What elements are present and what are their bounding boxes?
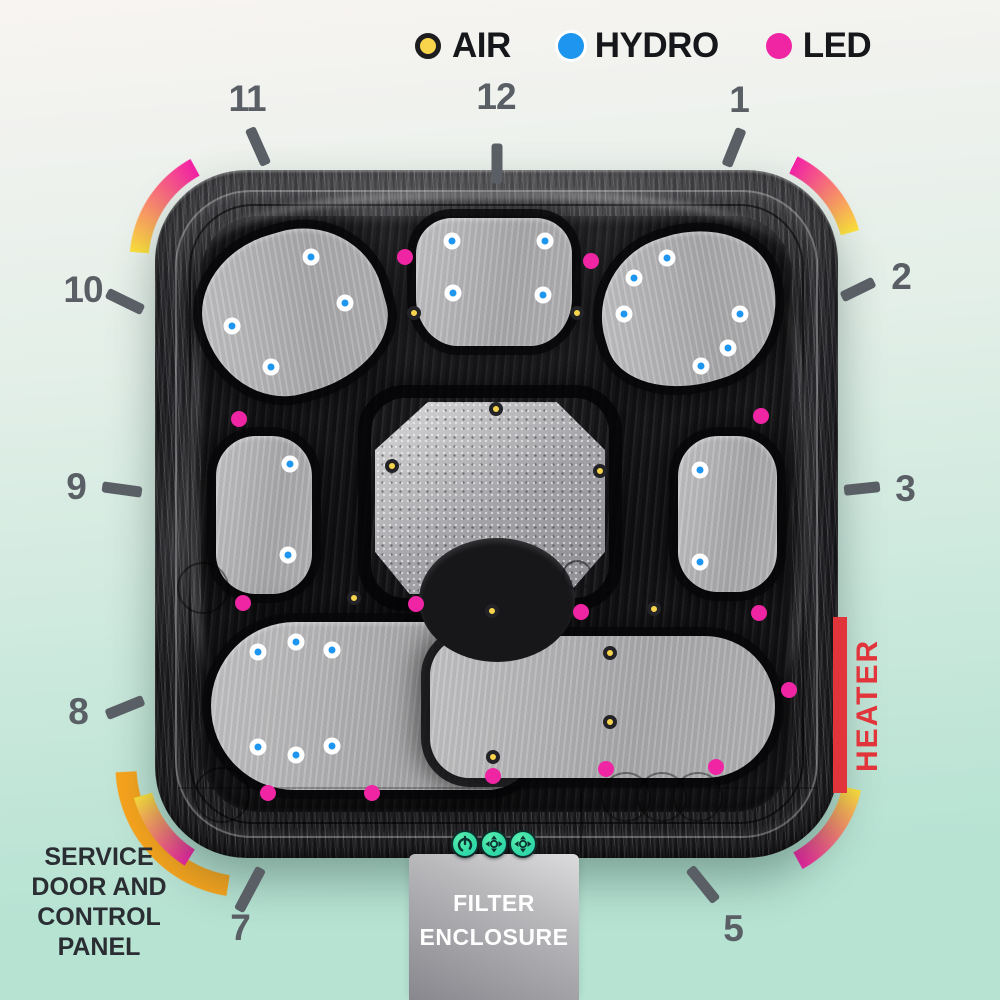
legend-item-air: AIR <box>415 26 511 66</box>
dpad-icon <box>485 835 503 853</box>
hydro-legend-dot <box>557 33 584 59</box>
seat-right <box>678 436 777 592</box>
legend-label-hydro: HYDRO <box>594 26 719 65</box>
clock-label-2: 2 <box>891 256 912 297</box>
clock-tick-9 <box>101 480 143 498</box>
clock-label-9: 9 <box>66 466 87 507</box>
service-caption-line: CONTROL <box>37 903 161 931</box>
clock-tick-8 <box>104 694 146 720</box>
legend: AIR HYDRO LED <box>415 26 872 66</box>
footwell-lounge-notch <box>419 538 575 662</box>
clock-tick-12 <box>491 143 503 183</box>
clock-tick-7 <box>233 865 267 913</box>
service-caption-line: PANEL <box>57 933 141 961</box>
legend-item-led: LED <box>765 26 872 66</box>
service-caption-line: SERVICE <box>44 843 154 871</box>
clock-tick-5 <box>685 864 721 904</box>
clock-tick-11 <box>244 125 272 167</box>
clock-tick-3 <box>843 480 881 496</box>
jets-nav-button-2 <box>509 830 537 858</box>
cup-holder-circle <box>194 767 250 823</box>
cup-holder-circle <box>177 562 229 614</box>
service-door-caption: SERVICE DOOR AND CONTROL PANEL <box>10 842 188 962</box>
tub-inner-rim-line <box>189 204 804 824</box>
heater-label: HEATER <box>851 638 884 772</box>
filter-enclosure-line: FILTER <box>453 890 535 916</box>
heater-bar <box>833 617 847 793</box>
air-legend-dot <box>415 33 441 59</box>
clock-tick-2 <box>839 276 877 302</box>
power-button <box>451 830 479 858</box>
control-panel-buttons <box>451 830 537 858</box>
clock-label-8: 8 <box>68 691 89 732</box>
access-panel-seam <box>496 790 498 852</box>
filter-enclosure-line: ENCLOSURE <box>419 924 569 950</box>
legend-label-led: LED <box>802 26 872 65</box>
clock-label-10: 10 <box>63 269 103 310</box>
cabinet-seam <box>178 787 818 789</box>
clock-label-12: 12 <box>476 76 516 117</box>
service-caption-line: DOOR AND <box>31 873 167 901</box>
jets-nav-button-1 <box>480 830 508 858</box>
dpad-icon <box>514 835 532 853</box>
filter-enclosure-box: FILTER ENCLOSURE <box>409 854 579 1000</box>
clock-label-5: 5 <box>723 908 744 949</box>
clock-label-1: 1 <box>729 79 750 120</box>
power-icon <box>457 835 473 853</box>
led-legend-dot <box>765 33 792 59</box>
clock-label-11: 11 <box>228 78 266 119</box>
clock-tick-1 <box>721 126 747 168</box>
seat-top-center <box>416 218 572 346</box>
access-panel-seam <box>580 790 582 852</box>
legend-label-air: AIR <box>452 26 511 65</box>
molded-scallop <box>673 772 723 822</box>
clock-label-3: 3 <box>895 468 916 509</box>
seat-left <box>216 436 312 594</box>
clock-label-7: 7 <box>230 907 251 948</box>
legend-item-hydro: HYDRO <box>557 26 719 66</box>
clock-tick-10 <box>104 287 146 315</box>
drain-fitting-circle <box>562 560 592 590</box>
